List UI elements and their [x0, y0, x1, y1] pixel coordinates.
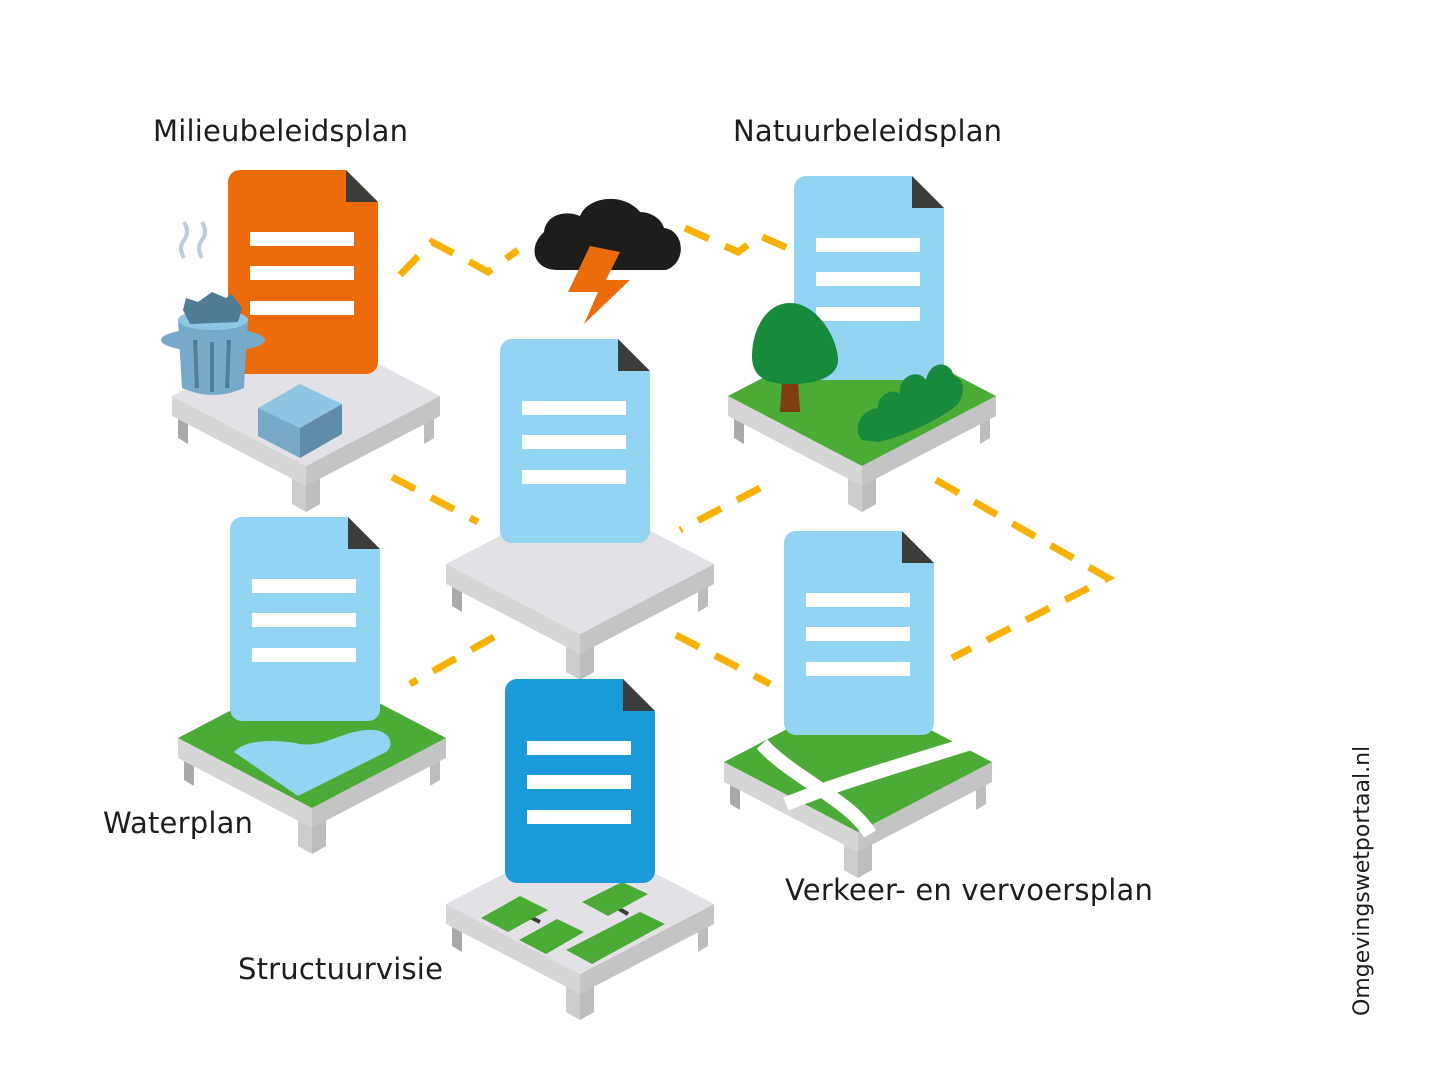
label-structuurvisie: Structuurvisie — [238, 952, 444, 986]
connector-center-verkeer — [674, 631, 772, 688]
document-verkeer-icon — [784, 531, 934, 735]
connector-natuur-verkeer — [934, 476, 1116, 662]
block-icon — [258, 384, 342, 458]
storm-cloud-icon — [534, 198, 681, 270]
connector-natuur-center — [678, 484, 762, 534]
document-milieu-icon — [228, 170, 378, 374]
trash-can-icon — [161, 220, 265, 395]
document-center-icon — [500, 339, 650, 543]
label-verkeer-en-vervoersplan: Verkeer- en vervoersplan — [785, 873, 1154, 907]
connector-milieu-center — [390, 473, 480, 526]
connector-milieu-cloud — [397, 237, 521, 278]
document-structuur-icon — [505, 679, 655, 883]
tree-icon — [752, 303, 838, 412]
label-milieubeleidsplan: Milieubeleidsplan — [153, 114, 409, 148]
document-natuur-icon — [794, 176, 944, 380]
connector-cloud-natuur — [683, 224, 794, 257]
connectors — [390, 224, 1116, 688]
bush-icon — [857, 364, 963, 442]
document-water-icon — [230, 517, 380, 721]
water-pond-icon — [234, 729, 391, 796]
lightning-bolt-icon — [568, 246, 630, 324]
credit-omgevingswetportaal: Omgevingswetportaal.nl — [1350, 745, 1375, 1016]
label-waterplan: Waterplan — [103, 806, 254, 840]
label-natuurbeleidsplan: Natuurbeleidsplan — [733, 114, 1003, 148]
roads-icon — [756, 737, 971, 838]
connector-center-water — [408, 633, 496, 688]
green-plots-icon — [481, 882, 665, 964]
